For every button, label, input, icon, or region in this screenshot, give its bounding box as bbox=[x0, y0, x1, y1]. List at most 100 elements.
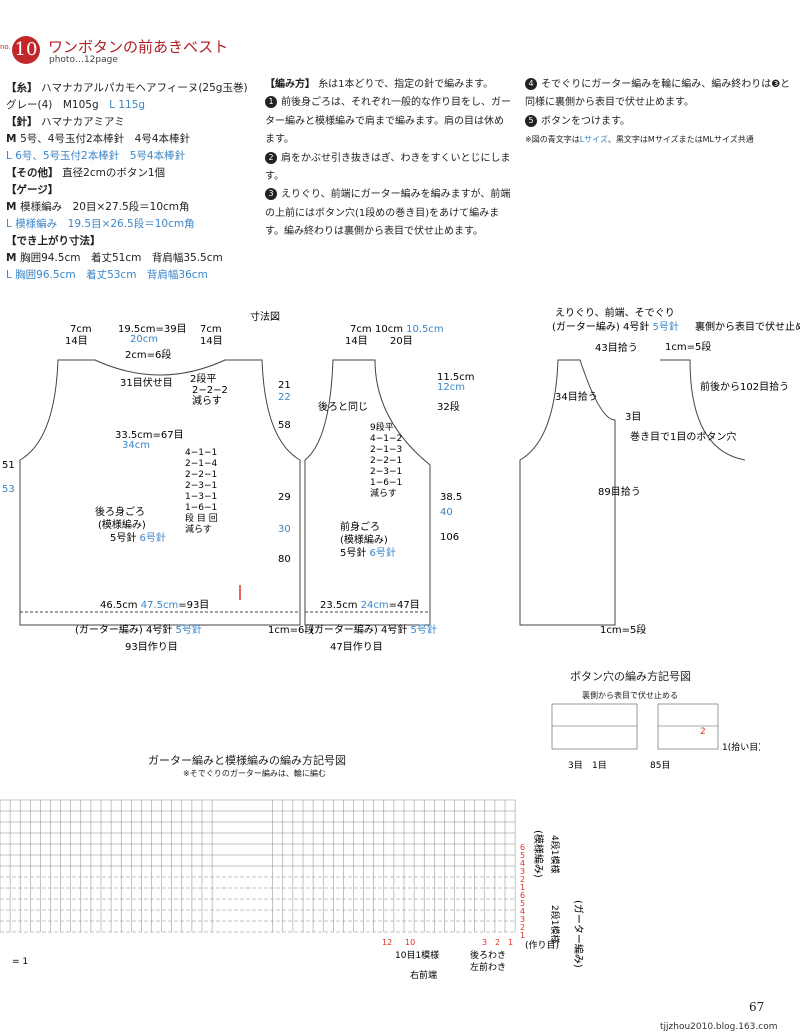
decrease-row: 減らす bbox=[185, 523, 212, 535]
decrease-row: 2−2−1 bbox=[185, 470, 217, 480]
back-neck-depth: 2cm=6段 bbox=[125, 348, 171, 361]
back-width: 33.5cm=67目 bbox=[115, 430, 184, 441]
chart-garter-label: (ガーター編み) bbox=[572, 900, 585, 968]
materials-line: M 模様編み 20目×27.5段＝10cm角 bbox=[6, 201, 190, 213]
materials-line: L 模様編み 19.5目×26.5段＝10cm角 bbox=[6, 218, 195, 230]
front-cast-on: 47目作り目 bbox=[330, 641, 383, 653]
decrease-row: 2−1−4 bbox=[185, 459, 218, 469]
chart-side: 後ろわき bbox=[470, 949, 506, 961]
chart-row-number: 5 bbox=[520, 851, 525, 860]
chart-row-number: 3 bbox=[520, 867, 525, 876]
armhole-rows: 58 bbox=[278, 420, 291, 431]
back-name: 後ろ身ごろ bbox=[95, 505, 145, 518]
front-armhole-l: 12cm bbox=[437, 382, 465, 393]
back-width-l: 34cm bbox=[122, 440, 150, 451]
chart-col-number: 2 bbox=[495, 938, 500, 947]
photo-reference: photo…12page bbox=[49, 55, 118, 65]
front-length-rows: 106 bbox=[440, 532, 459, 543]
chart-garter-rep: 2段1模様 bbox=[549, 905, 561, 943]
decrease-row: 9段平 bbox=[370, 421, 394, 433]
front-hem: 1cm=6段 bbox=[268, 623, 314, 636]
materials-line: 【針】 ハマナカアミアミ bbox=[6, 116, 125, 128]
chart-row-number: 6 bbox=[520, 891, 525, 900]
schematic-diagram: 寸法図 7cm 14目 19.5cm=39目 20cm 7cm 14目 2cm=… bbox=[2, 306, 800, 653]
decrease-row: 段 目 回 bbox=[185, 512, 218, 524]
decrease-row: 1−6−1 bbox=[370, 478, 402, 488]
chart-row-number: 3 bbox=[520, 915, 525, 924]
back-bottom-width: 46.5cm 47.5cm=93目 bbox=[100, 600, 209, 611]
back-shoulder-right: 7cm bbox=[200, 324, 222, 335]
chart-row-number: 4 bbox=[520, 907, 525, 916]
front-bottom: 23.5cm 24cm=47目 bbox=[320, 600, 420, 611]
chart-col-number: 3 bbox=[482, 938, 487, 947]
back-neck-width: 19.5cm=39目 bbox=[118, 324, 187, 335]
back-pattern: (模様編み) bbox=[98, 518, 146, 531]
buttonhole-note: 巻き目で1目のボタン穴 bbox=[630, 430, 736, 443]
front-neck: 10cm 10.5cm bbox=[375, 324, 444, 335]
instructions-intro: 糸は1本どりで、指定の針で編みます。 bbox=[318, 79, 494, 90]
side-pickup: 34目拾う bbox=[555, 390, 598, 403]
front-name: 前身ごろ bbox=[340, 520, 380, 533]
decrease-row: 2−3−1 bbox=[370, 467, 402, 477]
back-length: 51 bbox=[2, 460, 15, 471]
back-length-l: 53 bbox=[2, 484, 15, 495]
back-neck-bind: 31目伏せ目 bbox=[120, 376, 173, 389]
decrease-row: 4−1−1 bbox=[185, 448, 217, 458]
back-shoulder-left: 7cm bbox=[70, 324, 92, 335]
decrease-row: 2−2−1 bbox=[370, 456, 402, 466]
blog-watermark: tjjzhou2010.blog.163.com bbox=[660, 1022, 778, 1032]
chart-front-edge: 右前端 bbox=[410, 969, 437, 980]
armhole-pickup: 前後から102目拾う bbox=[700, 380, 789, 393]
bh-right-count: 85目 bbox=[650, 760, 670, 771]
front-same-note: 後ろと同じ bbox=[318, 400, 368, 413]
decrease-row: 1−3−1 bbox=[185, 492, 217, 502]
materials-line: 【ゲージ】 bbox=[6, 184, 59, 196]
chart-cast-on: (作り目) bbox=[525, 939, 559, 951]
decrease-row: 1−6−1 bbox=[185, 503, 217, 513]
chart-side2: 左前わき bbox=[470, 961, 506, 973]
buttonhole-chart-title: ボタン穴の編み方記号図 bbox=[570, 670, 691, 683]
front-length: 38.5 bbox=[440, 492, 462, 503]
back-garter: (ガーター編み) 4号針 5号針 bbox=[75, 623, 202, 636]
armhole-bindoff-note: 裏側から表目で伏せ止める bbox=[695, 320, 800, 333]
bottom-band: 1cm=5段 bbox=[600, 623, 646, 636]
decrease-row: 減らす bbox=[370, 487, 397, 499]
front-pattern: (模様編み) bbox=[340, 533, 388, 546]
back-neck-dec3: 減らす bbox=[192, 394, 222, 407]
back-neck-width-l: 20cm bbox=[130, 334, 158, 345]
chart-row-number: 6 bbox=[520, 843, 525, 852]
project-number-badge: 10 bbox=[12, 36, 40, 64]
back-cast-on: 93目作り目 bbox=[125, 641, 178, 653]
chart-col-number: 1 bbox=[508, 938, 513, 947]
decrease-row: 2−3−1 bbox=[185, 481, 217, 491]
body-length: 29 bbox=[278, 492, 291, 503]
front-pickup: 89目拾う bbox=[598, 485, 641, 498]
armhole-depth-l: 22 bbox=[278, 392, 291, 403]
back-neck-dec: 2段平 bbox=[190, 372, 216, 385]
front-length-l: 40 bbox=[440, 507, 453, 518]
finish-title: えりぐり、前端、そでぐり bbox=[555, 306, 675, 319]
front-needle: 5号針 6号針 bbox=[340, 546, 396, 559]
materials-line: 【でき上がり寸法】 bbox=[6, 235, 101, 247]
back-shoulder-left-st: 14目 bbox=[65, 336, 88, 347]
diagram-title: 寸法図 bbox=[250, 310, 280, 323]
main-chart-title: ガーター編みと模様編みの編み方記号図 bbox=[148, 754, 346, 767]
chart-row-number: 1 bbox=[520, 931, 525, 940]
front-armhole-rows: 32段 bbox=[437, 400, 460, 413]
materials-block: 【糸】 ハマナカアルパカモヘアフィーヌ(25g玉巻)グレー(4) M105g L… bbox=[6, 80, 261, 284]
size-note: ※図の青文字はLサイズ、黒文字はMサイズまたはMLサイズ共通 bbox=[525, 135, 754, 145]
materials-line: M 5号、4号玉付2本棒針 4号4本棒針 bbox=[6, 133, 191, 145]
materials-line: L 胸囲96.5cm 着丈53cm 背肩幅36cm bbox=[6, 269, 208, 281]
front-armhole: 11.5cm bbox=[437, 372, 475, 383]
front-shoulder: 7cm bbox=[350, 324, 372, 335]
materials-line: 【糸】 ハマナカアルパカモヘアフィーヌ(25g玉巻) bbox=[6, 82, 248, 94]
chart-pattern-label: (模様編み) bbox=[532, 830, 545, 878]
body-length-l: 30 bbox=[278, 524, 291, 535]
